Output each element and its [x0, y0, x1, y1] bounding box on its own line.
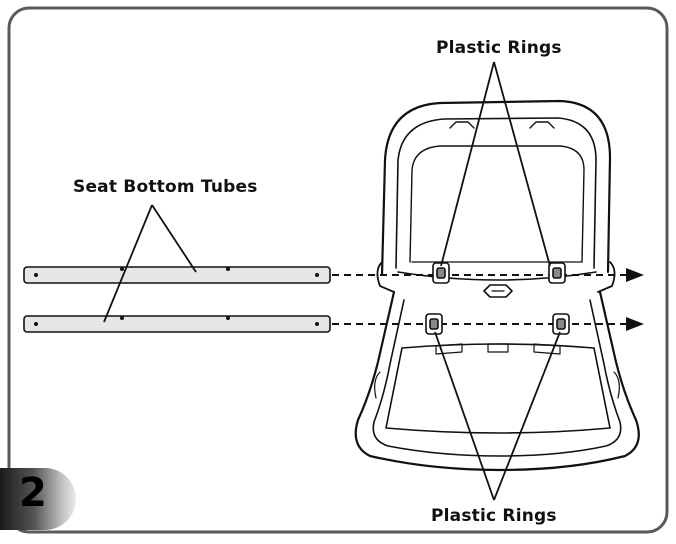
plastic-ring-lower-right — [552, 313, 570, 335]
seat-frame — [354, 99, 640, 472]
seat-bottom-tube-lower — [23, 315, 331, 333]
plastic-ring-upper-right — [548, 262, 566, 284]
plastic-ring-lower-left — [425, 313, 443, 335]
leader-lines-seat-bottom-tubes — [103, 204, 197, 323]
frame-border — [7, 6, 669, 534]
insertion-arrow-lower — [332, 317, 644, 331]
leader-lines-plastic-rings-bottom — [434, 331, 561, 501]
leader-lines-plastic-rings-top — [440, 61, 551, 267]
label-plastic-rings-top: Plastic Rings — [436, 38, 562, 58]
plastic-ring-upper-left — [432, 262, 450, 284]
seat-bottom-tube-upper — [23, 266, 331, 284]
step-number: 2 — [19, 470, 47, 516]
label-plastic-rings-bottom: Plastic Rings — [431, 506, 557, 526]
step-badge — [0, 468, 76, 530]
label-seat-bottom-tubes: Seat Bottom Tubes — [73, 177, 258, 197]
